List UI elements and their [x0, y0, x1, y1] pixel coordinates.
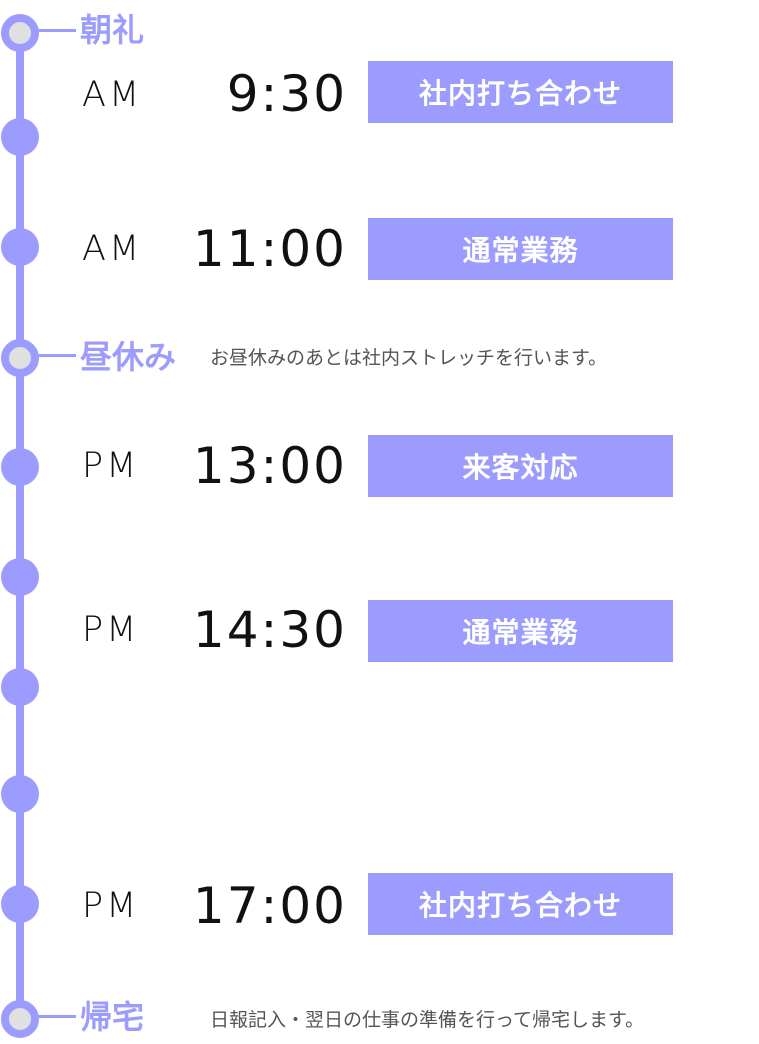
timeline-dot — [1, 668, 39, 706]
timeline-dot — [1, 228, 39, 266]
schedule-task-badge: 来客対応 — [368, 435, 673, 497]
timeline-connector — [38, 1015, 76, 1018]
timeline-dot — [1, 558, 39, 596]
schedule-time: 9:30 — [226, 65, 347, 123]
schedule-task-badge: 社内打ち合わせ — [368, 61, 673, 123]
timeline-marker-start — [1, 14, 39, 52]
schedule-time: 17:00 — [192, 877, 347, 935]
timeline-marker-end — [1, 1000, 39, 1038]
schedule-ampm: AM — [82, 75, 143, 115]
timeline-rail — [16, 30, 24, 1018]
schedule-task-badge: 通常業務 — [368, 600, 673, 662]
timeline-connector — [38, 29, 76, 32]
section-note-home: 日報記入・翌日の仕事の準備を行って帰宅します。 — [210, 1009, 645, 1031]
timeline-dot — [1, 118, 39, 156]
schedule-time: 11:00 — [192, 220, 347, 278]
section-note-lunch: お昼休みのあとは社内ストレッチを行います。 — [210, 347, 608, 369]
section-label-morning: 朝礼 — [80, 11, 145, 49]
schedule-time: 14:30 — [192, 601, 347, 659]
timeline-marker-lunch — [1, 339, 39, 377]
schedule-ampm: PM — [82, 886, 140, 926]
schedule-ampm: PM — [82, 446, 140, 486]
section-label-home: 帰宅 — [80, 998, 145, 1036]
section-label-lunch: 昼休み — [80, 338, 177, 376]
schedule-ampm: AM — [82, 229, 143, 269]
schedule-time: 13:00 — [192, 437, 347, 495]
schedule-task-badge: 社内打ち合わせ — [368, 873, 673, 935]
timeline-dot — [1, 775, 39, 813]
timeline-connector — [38, 354, 76, 357]
schedule-task-badge: 通常業務 — [368, 218, 673, 280]
timeline-dot — [1, 885, 39, 923]
schedule-ampm: PM — [82, 610, 140, 650]
timeline-dot — [1, 448, 39, 486]
